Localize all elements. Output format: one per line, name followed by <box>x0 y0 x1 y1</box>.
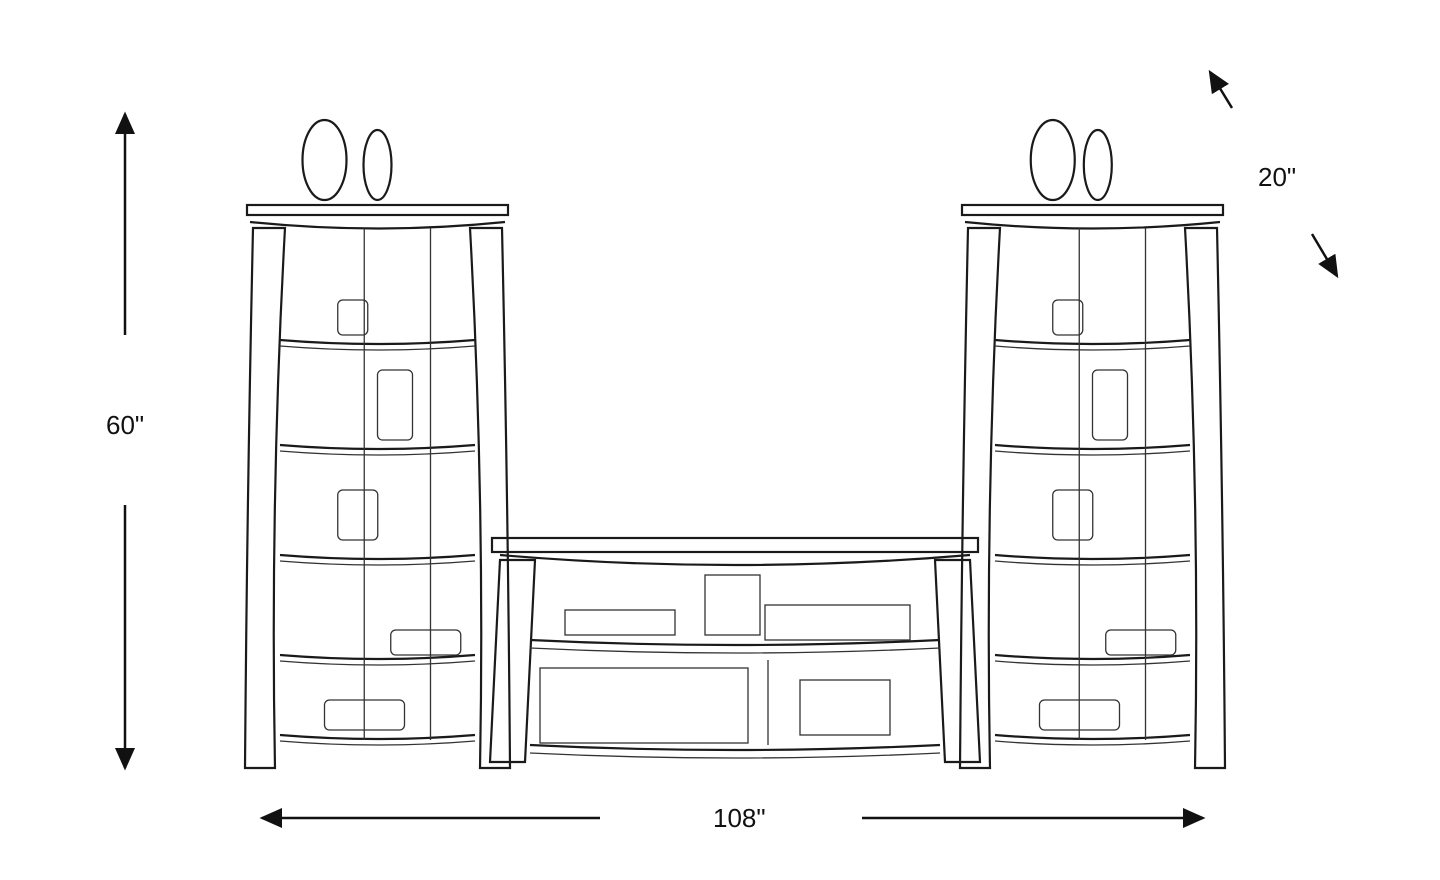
depth-label: 20" <box>1258 162 1297 193</box>
decor-item <box>323 699 406 731</box>
decor-item <box>1105 629 1177 656</box>
tv-shelf-edge <box>529 647 941 654</box>
tv-top <box>490 536 980 554</box>
decor-item <box>337 299 369 336</box>
media-player <box>764 604 911 641</box>
tv-shelf <box>529 638 941 647</box>
shelf-edge <box>994 740 1191 746</box>
vase <box>1082 128 1113 202</box>
decor-item <box>1038 699 1121 731</box>
decor-item <box>376 369 414 441</box>
top-panel <box>960 203 1225 217</box>
shelf-edge <box>994 450 1191 456</box>
center-panel <box>704 574 761 636</box>
left-bookcase <box>243 118 512 770</box>
top-edge <box>964 220 1221 230</box>
basket <box>539 667 749 744</box>
shelf <box>279 653 476 661</box>
top-edge <box>249 220 506 230</box>
top-panel <box>245 203 510 217</box>
shelf <box>279 443 476 451</box>
shelf <box>279 553 476 561</box>
tv-leg <box>933 558 982 764</box>
vase <box>1029 118 1076 202</box>
shelf <box>994 338 1191 346</box>
width-label: 108" <box>713 803 766 834</box>
tv-leg <box>488 558 537 764</box>
shelf-edge <box>279 345 476 351</box>
tv-shelf-edge <box>529 752 941 759</box>
depth-dimension-arrow <box>1208 69 1339 279</box>
shelf-edge <box>994 660 1191 666</box>
shelf-edge <box>994 560 1191 566</box>
side-leg <box>958 226 1002 770</box>
shelf-edge <box>279 740 476 746</box>
shelf <box>994 733 1191 741</box>
shelf <box>279 733 476 741</box>
decor-item <box>390 629 462 656</box>
height-label: 60" <box>106 410 145 441</box>
shelf <box>279 338 476 346</box>
shelf-edge <box>279 450 476 456</box>
side-leg <box>1183 226 1227 770</box>
vase <box>362 128 393 202</box>
right-bookcase <box>958 118 1227 770</box>
shelf <box>994 443 1191 451</box>
media-device <box>564 609 676 636</box>
shelf <box>994 553 1191 561</box>
shelf-edge <box>279 560 476 566</box>
tv-top-edge <box>499 553 971 567</box>
side-leg <box>468 226 512 770</box>
tv-shelf <box>529 743 941 752</box>
storage-box <box>799 679 891 736</box>
shelf-edge <box>279 660 476 666</box>
decor-item <box>1091 369 1129 441</box>
vase <box>301 118 348 202</box>
tv-stand <box>488 536 982 764</box>
shelf-edge <box>994 345 1191 351</box>
decor-item <box>1052 489 1094 541</box>
side-leg <box>243 226 287 770</box>
decor-item <box>337 489 379 541</box>
decor-item <box>1052 299 1084 336</box>
shelf <box>994 653 1191 661</box>
